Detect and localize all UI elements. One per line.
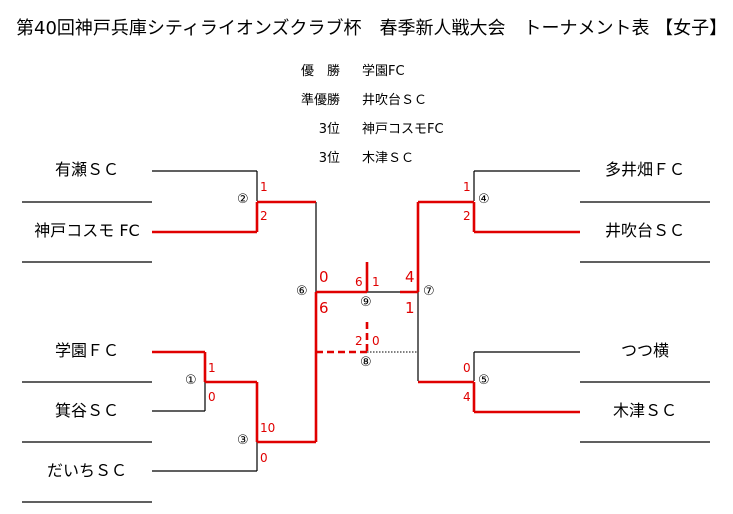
score-m8-left: 2 bbox=[355, 334, 363, 348]
result-team: 木津ＳＣ bbox=[362, 151, 415, 166]
score-m9-right: 1 bbox=[372, 275, 380, 289]
score-m1-bottom: 0 bbox=[208, 390, 216, 404]
team-right-4: つつ横 bbox=[620, 341, 669, 360]
result-place: 3位 bbox=[318, 122, 340, 137]
team-right-2: 井吹台ＳＣ bbox=[604, 221, 685, 240]
match-number-5: ⑤ bbox=[478, 373, 490, 388]
score-m7-bottom: 1 bbox=[405, 299, 415, 317]
match-number-6: ⑥ bbox=[296, 284, 308, 299]
score-m4-top: 1 bbox=[463, 180, 471, 194]
score-m5-bottom: 4 bbox=[463, 390, 471, 404]
score-m4-bottom: 2 bbox=[463, 209, 471, 223]
score-m2-top: 1 bbox=[260, 180, 268, 194]
result-team: 学園FC bbox=[362, 64, 405, 79]
result-place: 準優勝 bbox=[300, 93, 340, 108]
page-title: 第40回神戸兵庫シティライオンズクラブ杯 春季新人戦大会 トーナメント表 【女子… bbox=[16, 18, 728, 39]
score-m2-bottom: 2 bbox=[260, 209, 268, 223]
score-m7-top: 4 bbox=[405, 268, 415, 286]
team-right-1: 多井畑ＦＣ bbox=[604, 160, 685, 179]
match-number-8: ⑧ bbox=[360, 355, 372, 370]
score-m1-top: 1 bbox=[208, 361, 216, 375]
match-number-9: ⑨ bbox=[360, 295, 372, 310]
score-m3-top: 10 bbox=[260, 421, 276, 435]
match-number-1: ① bbox=[185, 373, 197, 388]
score-m5-top: 0 bbox=[463, 361, 471, 375]
result-place: 優 勝 bbox=[300, 64, 340, 79]
score-m8-right: 0 bbox=[372, 334, 380, 348]
match-number-3: ③ bbox=[237, 433, 249, 448]
match-number-2: ② bbox=[237, 192, 249, 207]
match-number-4: ④ bbox=[478, 192, 490, 207]
score-m6-bottom: 6 bbox=[319, 299, 329, 317]
score-m3-bottom: 0 bbox=[260, 451, 268, 465]
team-left-2: 神戸コスモ FC bbox=[34, 221, 140, 240]
match-number-7: ⑦ bbox=[423, 284, 435, 299]
result-team: 神戸コスモFC bbox=[362, 122, 444, 137]
team-left-1: 有瀬ＳＣ bbox=[54, 160, 119, 179]
team-left-6: だいちＳＣ bbox=[46, 461, 127, 480]
team-left-4: 学園ＦＣ bbox=[54, 341, 119, 360]
team-left-5: 箕谷ＳＣ bbox=[54, 401, 119, 420]
result-place: 3位 bbox=[318, 151, 340, 166]
result-team: 井吹台ＳＣ bbox=[362, 93, 428, 108]
score-m9-left: 6 bbox=[355, 275, 363, 289]
score-m6-top: 0 bbox=[319, 268, 329, 286]
team-right-5: 木津ＳＣ bbox=[612, 401, 677, 420]
